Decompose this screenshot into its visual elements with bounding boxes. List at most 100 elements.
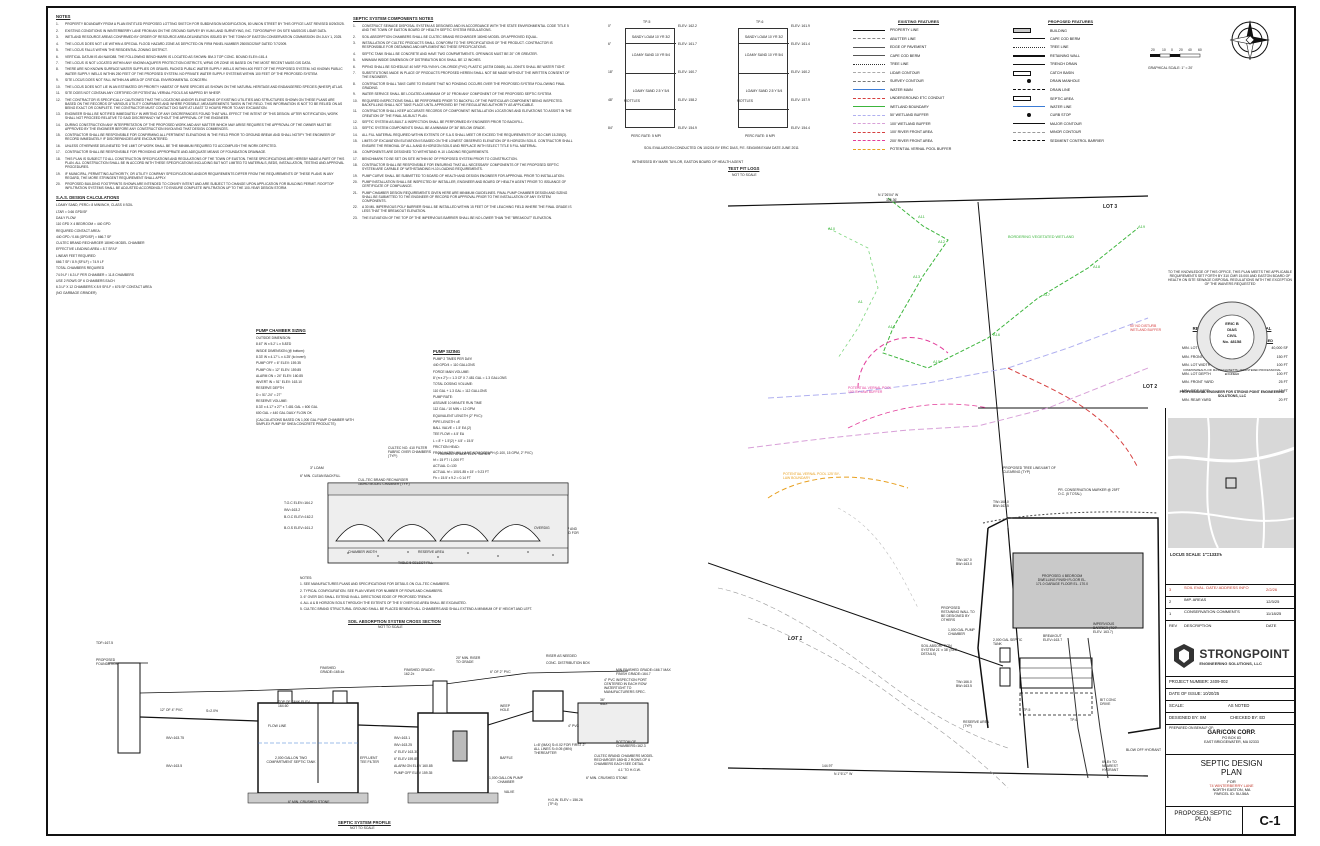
pump-sizing-title: PUMP CHAMBER SIZING [256, 328, 306, 333]
profile-elev-4: 6" ELEV 159.85 [394, 757, 419, 761]
cs-table5: TABLE 5 SELECT FILL [398, 561, 434, 565]
sheet-number: C-1 [1259, 813, 1281, 828]
note-item: 13.ENGINEER SHALL BE NOTIFIED IMMEDIATEL… [56, 112, 346, 120]
dimensional-key: MIN. LOT WIDTH [1182, 363, 1211, 368]
svg-text:A14: A14 [888, 324, 896, 329]
pump-sizing-line: 110 GAL + 1.3 GAL = 112 GALLONS [433, 388, 487, 393]
legend-label: 200' RIVER FRONT AREA [890, 138, 933, 143]
component-note-text: INSTALLATION OF CULTEC PRODUCTS SHALL CO… [362, 41, 553, 50]
component-note-number: 12. [353, 119, 358, 124]
note-item: 14. DURING CONSTRUCTION ANY INTERPRETATIO… [56, 123, 346, 131]
cross-section-title: SOIL ABSORPTION SYSTEM CROSS SECTION [348, 619, 441, 624]
legend-label: TREE LINE [1050, 45, 1069, 49]
legend-line-swatch [853, 131, 885, 133]
cross-section-drawing [327, 482, 569, 564]
tp5-layer-3: LOAMY SAND 2.5 Y 5/4 [632, 89, 670, 93]
sas-calc-line: 110 GPD X 4 BEDROOM = 440 GPD [56, 222, 111, 227]
profile-grade: MIN FINISHED GRADE=166.7 MAX FINISH GRAD… [616, 668, 671, 676]
legend-line-swatch [853, 97, 885, 99]
svg-text:A12: A12 [938, 239, 946, 244]
pump-calc-line: 8.33' W x 4.17' L x 4.25' (to invert) [256, 354, 306, 359]
engineer-seal-icon [1196, 301, 1268, 373]
compliance-statement: TO THE KNOWLEDGE OF THIS OFFICE, THIS PL… [1167, 270, 1293, 286]
legend-existing-item: EDGE OF PAVEMENT [853, 45, 926, 49]
dimensional-key: MIN. FRONT YARD [1182, 380, 1214, 385]
dimensional-key: MIN. LOT DEPTH [1182, 371, 1211, 376]
note-text: THIS PLAN IS SUBJECT TO ALL CONSTRUCTION… [65, 156, 345, 170]
witness-note: WITNESSED BY MARK TAYLOR, EASTON BOARD O… [632, 160, 744, 164]
note-item: 8.THERE ARE NO KNOWN SURFACE WATER SUPPL… [56, 67, 346, 75]
note-text: THE LOCUS IS NOT LOCATED WITHIN ANY KNOW… [65, 61, 312, 65]
logo-name: STRONGPOINT [1199, 646, 1290, 661]
component-note-text: ALL FILL MATERIAL REQUIRED WITHIN EXTENT… [362, 132, 567, 137]
scale-label: GRAPHICAL SCALE: 1" = 20' [1148, 66, 1193, 70]
legend-label: DRAIN MANHOLE [1050, 79, 1080, 83]
component-note-item: 5.MINIMUM INSIDE DIMENSION OF DISTRIBUTI… [353, 58, 573, 62]
tp5-mottles: MOTTLES [624, 99, 641, 103]
legend-line-swatch [853, 63, 885, 65]
component-note-text: SEPTIC SYSTEM AS-BUILT & INSPECTION SHAL… [362, 119, 524, 124]
pump-sizing-line: Fh = 15.5' x 9.2 = 0.14 FT [433, 476, 471, 481]
note-text: THE CONTRACTOR IS SPECIFICALLY CAUTIONED… [65, 97, 343, 110]
cs-boc: B.O.C ELEV=162.2 [284, 515, 314, 519]
component-note-item: 12. SEPTIC SYSTEM AS-BUILT & INSPECTION S… [353, 120, 573, 124]
component-note-number: 6. [353, 64, 356, 69]
legend-existing-item: WATER MAIN [853, 88, 913, 92]
note-number: 17. [56, 150, 61, 155]
legend-existing-item: SURVEY CONTOUR [853, 79, 924, 83]
component-note-text: CONSTRUCT SEWAGE DISPOSAL SYSTEM AS DESI… [362, 24, 569, 33]
profile-inv-2: INV=163.5 [166, 764, 183, 768]
reserve-area-label: RESERVE AREA (TYP) [963, 720, 989, 728]
strongpoint-logo-icon [1174, 644, 1195, 668]
pump-sizing-line: PIPE LENGTH =8' [433, 419, 461, 424]
components-notes: SEPTIC SYSTEM COMPONENTS NOTES 1.CONSTRU… [353, 16, 573, 222]
sheet-title-block: SEPTIC DESIGN PLAN FOR 74 WINTERBERRY LA… [1166, 754, 1294, 806]
svg-text:A13: A13 [913, 274, 921, 279]
pump-sizing-line: FROM HAZEN-WILLIAMS NOMOGRAPH (0-100, 15… [433, 451, 533, 456]
sas-calc-line: 666.7 SF / 8.9 (SF/LF) = 74.9 LF [56, 259, 104, 264]
component-note-number: 4. [353, 51, 356, 56]
sas-calc-line: (NO GARBAGE GRINDER) [56, 291, 97, 296]
sheet-name: PROPOSED SEPTIC PLAN [1174, 811, 1232, 823]
component-note-number: 21. [353, 190, 358, 195]
pump-calc-line: 600 GAL > 440 GAL DAILY FLOW OK [256, 411, 312, 416]
sas-calc-line: 74.9 LF / 6.3 LF PER CHAMBER = 11.8 CHAM… [56, 272, 134, 277]
note-text: CONTRACTOR SHALL BE RESPONSIBLE FOR PROV… [65, 150, 267, 155]
component-note-text: THE ELEVATION OF THE TOP OF THE IMPERVIO… [362, 215, 552, 220]
pump-sizing-line: ACTUAL C=130 [433, 463, 457, 468]
revision-description: SOIL EVAL. DATE/ ADDRESS INFO [1184, 585, 1249, 590]
component-note-text: PUMP INSTALLATION SHALL BE INSPECTED BY … [362, 180, 567, 189]
note-number: 8. [56, 67, 59, 72]
note-text: DURING CONSTRUCTION ANY INTERPRETATION O… [65, 122, 332, 131]
sas-label: SOIL ABSORPTION SYSTEM 21' x 38' (SEE DE… [921, 644, 958, 656]
note-text: THE LOCUS FALLS WITHIN THE RESIDENTIAL Z… [65, 48, 168, 53]
note-number: 14. [56, 122, 61, 127]
profile-elev-2: INV=163.25 [394, 743, 413, 747]
profile-lmax: L=8' (MAX) S=0.02 FOR FIRST 2" ALL LINES… [534, 743, 586, 755]
profile-pump-chamber: 1,000 GALLON PUMP CHAMBER [489, 776, 523, 784]
vernal-pool-boundary-label: POTENTIAL VERNAL POOL 125' BY-LAW BOUNDA… [783, 472, 840, 480]
component-note-item: 14.ALL FILL MATERIAL REQUIRED WITHIN EXT… [353, 133, 573, 137]
note-item: 15.CONTRACTOR SHALL BE RESPONSIBLE FOR C… [56, 133, 346, 141]
svg-text:BORDERING VEGETATED WETLAND: BORDERING VEGETATED WETLAND [1008, 235, 1074, 239]
note-item: 12.THE CONTRACTOR IS SPECIFICALLY CAUTIO… [56, 98, 346, 110]
legend-existing-item: 50' WETLAND BUFFER [853, 113, 929, 117]
profile-finished-2: FINISHED GRADE= 162.2± [404, 668, 435, 676]
revision-description: IMP. AREAS [1184, 597, 1207, 602]
tp5-label: TP-5 [643, 20, 651, 24]
cs-note-line: NOTES: [300, 576, 313, 580]
note-number: 5. [56, 48, 59, 53]
component-note-item: 11.CONTRACTOR SHALL KEEP ACCURATE RECORD… [353, 109, 573, 117]
legend-existing-item: 200' RIVER FRONT AREA [853, 139, 933, 143]
legend-label: CAPE COD BERM [890, 53, 921, 58]
profile-hgw-distance: 4.1' TO H.G.W. [618, 768, 641, 772]
profile-weep: WEEP HOLE [500, 704, 510, 712]
component-note-item: 3.INSTALLATION OF CULTEC PRODUCTS SHALL … [353, 41, 573, 49]
profile-stone-2: 6" MIN. CRUSHED STONE [586, 776, 628, 780]
dimensional-value: 100 FT [1276, 371, 1288, 376]
legend-label: UNDERGROUND ETC CONDUIT [890, 96, 945, 100]
